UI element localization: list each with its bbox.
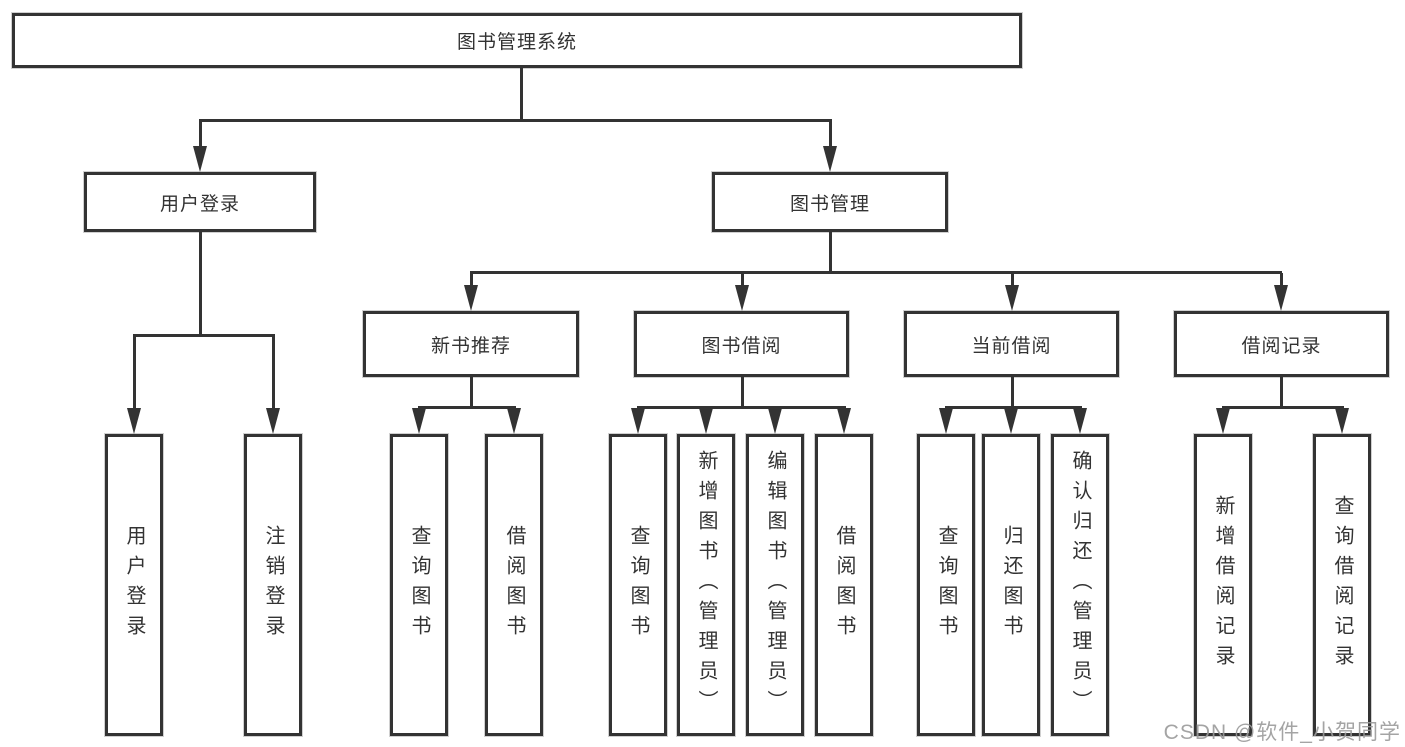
arrow-down-icon [1274,285,1288,311]
connector-currentborrow-crossbar [945,406,1082,409]
connector-userlogin-crossbar [133,334,275,337]
connector-bookborrow-stem [741,377,744,408]
leaf-label: 借阅图书 [503,525,525,645]
node-book-management: 图书管理 [712,172,948,232]
arrow-down-icon [464,285,478,311]
connector-drop [470,273,473,287]
leaf-label: 查询图书 [935,525,957,645]
arrow-down-icon [507,408,521,434]
connector-currentborrow-stem [1011,377,1014,408]
node-library-management-system: 图书管理系统 [12,13,1022,68]
leaf-label: 编辑图书（管理员） [764,450,786,720]
leaf-label: 查询图书 [627,525,649,645]
arrow-down-icon [735,285,749,311]
node-current-borrow: 当前借阅 [904,311,1119,377]
leaf-label: 新增借阅记录 [1212,495,1234,675]
arrow-down-icon [1005,285,1019,311]
arrow-down-icon [193,146,207,172]
connector-bookmgmt-stem [829,232,832,273]
node-label: 当前借阅 [971,335,1052,357]
leaf-label: 用户登录 [123,525,145,645]
arrow-down-icon [127,408,141,434]
node-book-borrow: 图书借阅 [634,311,849,377]
leaf-label: 归还图书 [1000,525,1022,645]
leaf-query-borrow-record: 查询借阅记录 [1313,434,1371,736]
connector-drop [1280,273,1283,287]
leaf-query-books-current: 查询图书 [917,434,975,736]
leaf-user-login: 用户登录 [105,434,163,736]
connector-bookborrow-crossbar [637,406,846,409]
connector-newbook-crossbar [418,406,516,409]
node-label: 图书借阅 [701,335,782,357]
arrow-down-icon [699,408,713,434]
csdn-watermark: CSDN @软件_小贺同学 [1163,721,1401,744]
arrow-down-icon [1004,408,1018,434]
arrow-down-icon [1335,408,1349,434]
arrow-down-icon [837,408,851,434]
arrow-down-icon [266,408,280,434]
leaf-borrow-books-newbook: 借阅图书 [485,434,543,736]
arrow-down-icon [768,408,782,434]
leaf-logout: 注销登录 [244,434,302,736]
connector-drop [741,273,744,287]
leaf-label: 确认归还（管理员） [1069,450,1091,720]
arrow-down-icon [412,408,426,434]
connector-root-crossbar [199,119,832,122]
leaf-label: 借阅图书 [833,525,855,645]
arrow-down-icon [1073,408,1087,434]
leaf-edit-book-admin: 编辑图书（管理员） [746,434,804,736]
leaf-query-books-borrow: 查询图书 [609,434,667,736]
connector-drop [133,336,136,410]
connector-bookmgmt-crossbar [470,271,1282,274]
connector-newbook-stem [470,377,473,408]
leaf-label: 查询借阅记录 [1331,495,1353,675]
node-label: 图书管理系统 [456,32,577,53]
leaf-label: 查询图书 [408,525,430,645]
connector-records-stem [1280,377,1283,408]
arrow-down-icon [1216,408,1230,434]
connector-root-stem [520,68,523,121]
node-new-book-recommend: 新书推荐 [363,311,579,377]
node-label: 新书推荐 [430,335,511,357]
connector-drop [829,120,832,148]
connector-drop [1011,273,1014,287]
leaf-borrow-books-borrow: 借阅图书 [815,434,873,736]
leaf-label: 新增图书（管理员） [695,450,717,720]
leaf-label: 注销登录 [262,525,284,645]
connector-drop [272,336,275,410]
connector-records-crossbar [1222,406,1344,409]
node-label: 借阅记录 [1241,335,1322,357]
leaf-return-books: 归还图书 [982,434,1040,736]
leaf-confirm-return-admin: 确认归还（管理员） [1051,434,1109,736]
connector-userlogin-stem [199,232,202,336]
leaf-add-book-admin: 新增图书（管理员） [677,434,735,736]
leaf-add-borrow-record: 新增借阅记录 [1194,434,1252,736]
arrow-down-icon [939,408,953,434]
node-label: 图书管理 [789,193,870,215]
node-borrow-records: 借阅记录 [1174,311,1389,377]
node-user-login: 用户登录 [84,172,316,232]
connector-drop [199,120,202,148]
arrow-down-icon [631,408,645,434]
node-label: 用户登录 [159,193,240,215]
arrow-down-icon [823,146,837,172]
leaf-query-books-newbook: 查询图书 [390,434,448,736]
